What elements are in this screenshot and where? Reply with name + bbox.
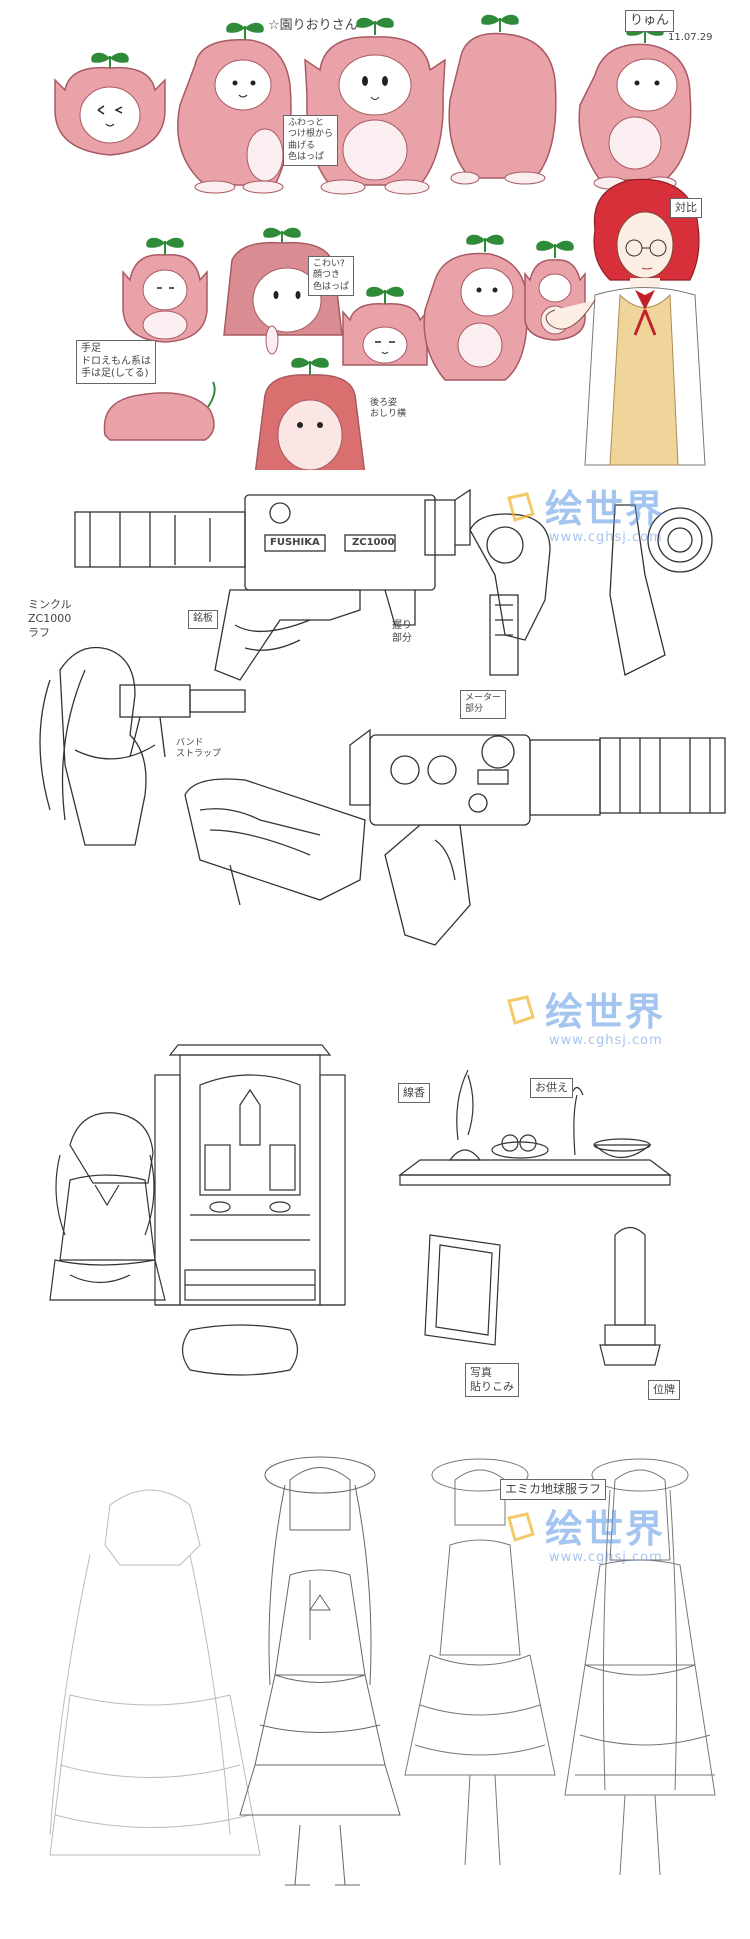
note-compare: 対比: [670, 198, 702, 218]
mascot-front-wink: [54, 51, 166, 156]
sheet-date: 11.07.29: [668, 32, 713, 43]
kneeling-girl: [49, 1112, 166, 1301]
outfit-sheet-panel: エミカ地球服ラフ 绘世界 www.cghsj.com: [0, 1435, 750, 1939]
outfit-sheet-title: エミカ地球服ラフ: [500, 1479, 607, 1500]
camera-side-view: [74, 488, 471, 681]
mascot-front-standing: [304, 16, 446, 195]
camera-model: ZC1000: [352, 537, 395, 548]
girl-with-glasses: [545, 178, 706, 466]
photo-frame: [424, 1234, 501, 1346]
note-incense: 線香: [398, 1083, 430, 1103]
note-photo: 写真 貼りこみ: [465, 1363, 519, 1397]
butsudan-altar: [154, 1044, 346, 1306]
note-side: ふわっと つけ根から 曲げる 色はっぱ: [283, 115, 339, 166]
mascot-side-view: [177, 21, 292, 194]
watermark: 绘世界 www.cghsj.com: [505, 993, 665, 1048]
watermark-logo-icon: [507, 1512, 535, 1542]
camera-label: ミンクル ZC1000 ラフ: [28, 598, 72, 639]
mascot-face-closeup: [254, 356, 366, 470]
outfit-figure-back: [564, 1458, 716, 1876]
outfit-figure-side: [404, 1458, 556, 1866]
watermark-text: 绘世界: [545, 487, 666, 531]
camera-three-quarter-view: [349, 728, 726, 946]
mascot-sheet-drawing: [54, 13, 706, 470]
sheet-title: ☆園りおりさん: [268, 18, 358, 33]
mascot-lying: [103, 381, 216, 441]
altar-sheet-panel: 線香 お供え 写真 貼りこみ 位牌 绘世界 www.cghsj.com: [0, 975, 750, 1435]
watermark-text: 绘世界: [545, 990, 666, 1034]
camera-rear-view: [609, 504, 713, 676]
watermark-url: www.cghsj.com: [549, 1033, 663, 1048]
mascot-sitting: [122, 236, 208, 343]
note-back: 後ろ姿 おしり横: [370, 398, 407, 420]
camera-sheet-panel: ミンクル ZC1000 ラフ FUSHIKA ZC1000 銘板 握り 部分 メ…: [0, 470, 750, 975]
watermark-url: www.cghsj.com: [549, 530, 663, 545]
mascot-back-view: [448, 13, 557, 185]
note-hand: 手足 ドロえもん系は 手は足(してる): [76, 340, 156, 384]
note-strap: バンド ストラップ: [176, 738, 222, 760]
mascot-peeking: [342, 285, 428, 366]
grip-closeup: [184, 778, 366, 906]
note-grip: 銘板: [188, 610, 218, 629]
watermark: 绘世界 www.cghsj.com: [505, 490, 665, 545]
mascot-walking: [423, 233, 529, 381]
note-offering: お供え: [530, 1078, 573, 1098]
watermark-logo-icon: [507, 995, 535, 1025]
camera-sheet-drawing: [39, 488, 726, 946]
outfit-figure-front: [239, 1456, 401, 1886]
memorial-tablet: [599, 1226, 661, 1366]
mascot-three-quarter: [578, 24, 692, 190]
note-meter: メーター 部分: [460, 690, 507, 719]
watermark-logo-icon: [507, 492, 535, 522]
signature: りゅん: [625, 10, 675, 33]
watermark-text: 绘世界: [545, 1507, 666, 1551]
altar-sheet-drawing: [49, 1044, 672, 1376]
note-pose: こわい? 顔つき 色はっぱ: [308, 256, 355, 296]
outfit-figure-back-faint: [49, 1489, 261, 1856]
watermark-url: www.cghsj.com: [549, 1550, 663, 1565]
watermark: 绘世界 www.cghsj.com: [505, 1510, 665, 1565]
outfit-sheet-drawing: [49, 1456, 716, 1886]
note-tablet: 位牌: [648, 1380, 680, 1400]
camera-brand: FUSHIKA: [270, 537, 320, 548]
camera-front-view: [469, 513, 551, 676]
girl-holding-camera: [39, 646, 246, 846]
zabuton-cushion: [181, 1324, 299, 1376]
altar-table: [398, 1069, 672, 1186]
mascot-sheet-panel: ☆園りおりさん りゅん 11.07.29 ふわっと つけ根から 曲げる 色はっぱ…: [0, 0, 750, 470]
note-trigger: 握り 部分: [392, 620, 412, 644]
